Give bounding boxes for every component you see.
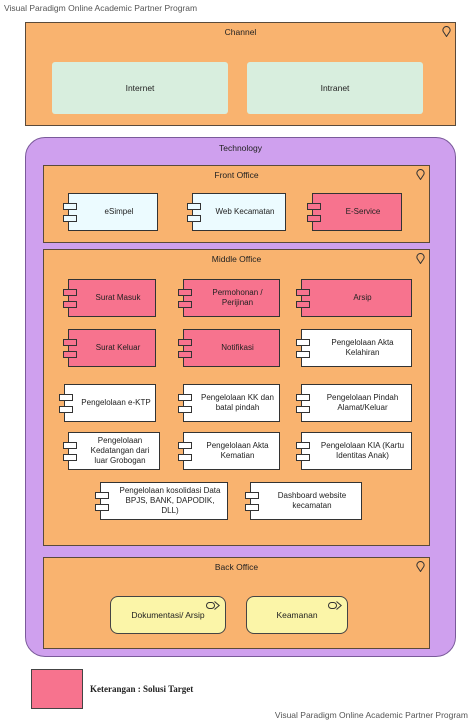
component-label: Arsip [353,293,372,302]
component-label: Pengelolaan Akta Kelahiran [331,338,394,357]
front-office-title: Front Office [214,170,259,180]
component-tab-icon [245,492,259,499]
service-dokumentasi-arsip[interactable]: Dokumentasi/ Arsip [110,596,226,634]
component-label: Surat Masuk [95,293,141,302]
component-label: E-Service [345,207,381,216]
component-tab-icon [63,203,77,210]
component-notifikasi[interactable]: Notifikasi [178,329,280,367]
component-tab-icon [178,442,192,449]
component-label: Pengelolaan Kedatangan dari luar Groboga… [90,436,150,465]
internet-area[interactable]: Internet [52,62,228,114]
component-tab-icon [63,301,77,308]
component-tab-icon [245,504,259,511]
middle-office-group[interactable]: Middle Office Surat Masuk Permohonan / P… [43,249,430,546]
component-arsip[interactable]: Arsip [296,279,412,317]
component-tab-icon [296,351,310,358]
component-label: Dashboard website kecamatan [277,491,347,510]
component-tab-icon [63,351,77,358]
component-label: Notifikasi [221,343,254,352]
component-tab-icon [296,454,310,461]
component-tab-icon [95,504,109,511]
component-label: Pengelolaan KK dan batal pindah [201,393,274,412]
component-kk-batal-pindah[interactable]: Pengelolaan KK dan batal pindah [178,384,280,422]
component-tab-icon [307,215,321,222]
component-tab-icon [296,442,310,449]
legend-label: Keterangan : Solusi Target [90,684,194,694]
component-tab-icon [59,406,73,413]
component-tab-icon [63,289,77,296]
component-label: Surat Keluar [95,343,141,352]
component-label: Pengelolaan kosolidasi Data BPJS, BANK, … [119,486,221,515]
service-keamanan[interactable]: Keamanan [246,596,348,634]
component-label: Permohonan / Perijinan [212,288,263,307]
component-pindah-alamat[interactable]: Pengelolaan Pindah Alamat/Keluar [296,384,412,422]
component-surat-masuk[interactable]: Surat Masuk [63,279,156,317]
component-tab-icon [63,215,77,222]
component-tab-icon [59,394,73,401]
location-pin-icon [442,26,451,37]
watermark-bottom: Visual Paradigm Online Academic Partner … [274,710,468,720]
component-tab-icon [178,339,192,346]
component-tab-icon [296,289,310,296]
component-akta-kelahiran[interactable]: Pengelolaan Akta Kelahiran [296,329,412,367]
component-label: Pengelolaan e-KTP [81,398,151,407]
component-label: eSimpel [104,207,134,216]
service-arrow-icon [206,601,220,610]
location-pin-icon [416,561,425,572]
component-label: Web Kecamatan [215,207,275,216]
component-konsolidasi-data[interactable]: Pengelolaan kosolidasi Data BPJS, BANK, … [95,482,228,520]
component-tab-icon [63,339,77,346]
channel-title: Channel [224,27,257,37]
component-tab-icon [178,406,192,413]
location-pin-icon [416,253,425,264]
component-kia[interactable]: Pengelolaan KIA (Kartu Identitas Anak) [296,432,412,470]
watermark-top: Visual Paradigm Online Academic Partner … [4,3,198,13]
component-tab-icon [296,339,310,346]
component-kedatangan[interactable]: Pengelolaan Kedatangan dari luar Groboga… [63,432,160,470]
component-tab-icon [296,301,310,308]
component-tab-icon [296,394,310,401]
component-tab-icon [307,203,321,210]
component-web-kecamatan[interactable]: Web Kecamatan [187,193,286,231]
component-tab-icon [187,215,201,222]
front-office-group[interactable]: Front Office eSimpel Web Kecamatan E-Ser… [43,165,430,243]
service-label: Keamanan [276,610,318,620]
component-surat-keluar[interactable]: Surat Keluar [63,329,156,367]
component-label: Pengelolaan KIA (Kartu Identitas Anak) [320,441,405,460]
component-tab-icon [178,394,192,401]
component-esimpel[interactable]: eSimpel [63,193,158,231]
component-tab-icon [178,351,192,358]
component-tab-icon [63,454,77,461]
intranet-area[interactable]: Intranet [247,62,423,114]
legend-swatch [31,669,83,709]
technology-title: Technology [218,143,262,153]
component-tab-icon [178,454,192,461]
component-tab-icon [296,406,310,413]
component-tab-icon [187,203,201,210]
channel-group[interactable]: Channel Internet Intranet [25,22,456,126]
location-pin-icon [416,169,425,180]
component-tab-icon [95,492,109,499]
component-e-service[interactable]: E-Service [307,193,402,231]
component-dashboard-website[interactable]: Dashboard website kecamatan [245,482,362,520]
component-akta-kematian[interactable]: Pengelolaan Akta Kematian [178,432,280,470]
back-office-group[interactable]: Back Office Dokumentasi/ Arsip Keamanan [43,557,430,649]
component-label: Pengelolaan Pindah Alamat/Keluar [326,393,399,412]
service-arrow-icon [328,601,342,610]
component-tab-icon [178,301,192,308]
component-permohonan-perijinan[interactable]: Permohonan / Perijinan [178,279,280,317]
component-tab-icon [63,442,77,449]
back-office-title: Back Office [214,562,259,572]
component-tab-icon [178,289,192,296]
component-e-ktp[interactable]: Pengelolaan e-KTP [59,384,156,422]
component-label: Pengelolaan Akta Kematian [206,441,269,460]
middle-office-title: Middle Office [211,254,262,264]
service-label: Dokumentasi/ Arsip [131,610,205,620]
